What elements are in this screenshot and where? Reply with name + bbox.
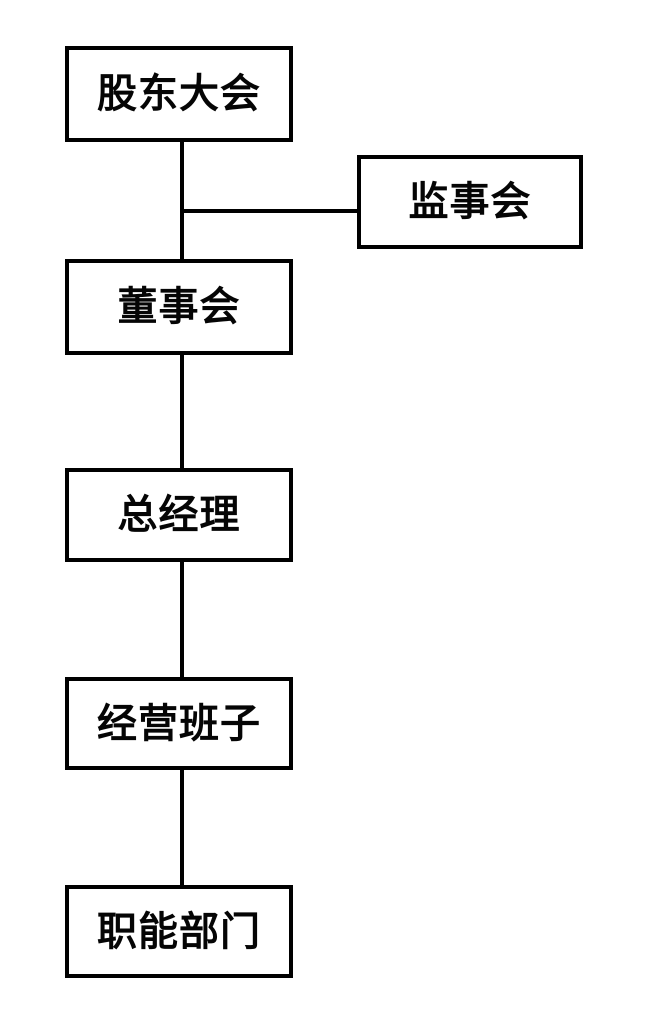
node-general-manager-label: 总经理 — [117, 492, 241, 538]
node-shareholders-meeting-label: 股东大会 — [97, 71, 261, 117]
node-general-manager[interactable]: 总经理 — [65, 468, 293, 562]
node-board-of-directors-label: 董事会 — [117, 284, 241, 330]
node-management-team-label: 经营班子 — [97, 700, 261, 747]
node-shareholders-meeting[interactable]: 股东大会 — [65, 46, 293, 142]
node-supervisory-board[interactable]: 监事会 — [357, 155, 583, 249]
connector-spine-to-supervisory-board — [181, 209, 359, 213]
node-functional-departments[interactable]: 职能部门 — [65, 885, 293, 978]
node-functional-departments-label: 职能部门 — [97, 908, 261, 955]
node-supervisory-board-label: 监事会 — [408, 179, 532, 225]
connector-board-to-general-manager — [180, 353, 184, 470]
connector-general-manager-to-management-team — [180, 560, 184, 679]
node-management-team[interactable]: 经营班子 — [65, 677, 293, 770]
connector-management-team-to-departments — [180, 768, 184, 887]
node-board-of-directors[interactable]: 董事会 — [65, 259, 293, 355]
connector-shareholders-to-board — [180, 140, 184, 261]
